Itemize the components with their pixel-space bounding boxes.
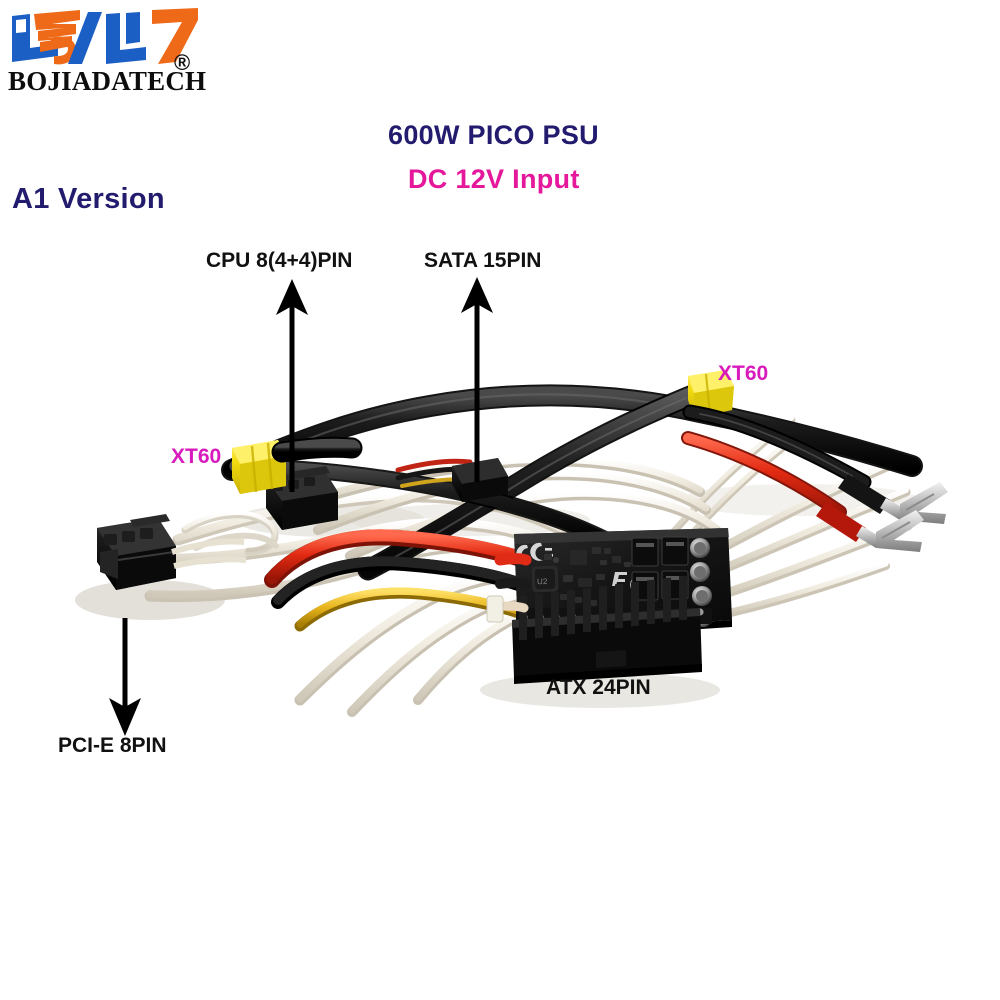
arrow-sata-up	[461, 277, 493, 482]
callout-label-xt60-left: XT60	[171, 445, 222, 468]
callout-label-pcie: PCI-E 8PIN	[58, 734, 167, 757]
brand-wordmark: BOJIADATECH	[8, 66, 207, 96]
callout-label-xt60-right: XT60	[718, 362, 769, 385]
arrow-cpu-up	[276, 279, 308, 492]
bojiadatech-logo-icon	[12, 8, 198, 65]
page-title: 600W PICO PSU	[388, 120, 599, 150]
callout-label-atx: ATX 24PIN	[546, 676, 651, 699]
page-subtitle: DC 12V Input	[408, 164, 580, 194]
version-label: A1 Version	[12, 183, 165, 215]
callout-label-cpu: CPU 8(4+4)PIN	[206, 249, 353, 272]
brand-logo: ® BOJIADATECH	[6, 8, 236, 104]
arrow-pcie-down	[109, 618, 141, 736]
registered-trademark-icon: ®	[174, 50, 191, 75]
callout-label-sata: SATA 15PIN	[424, 249, 542, 272]
